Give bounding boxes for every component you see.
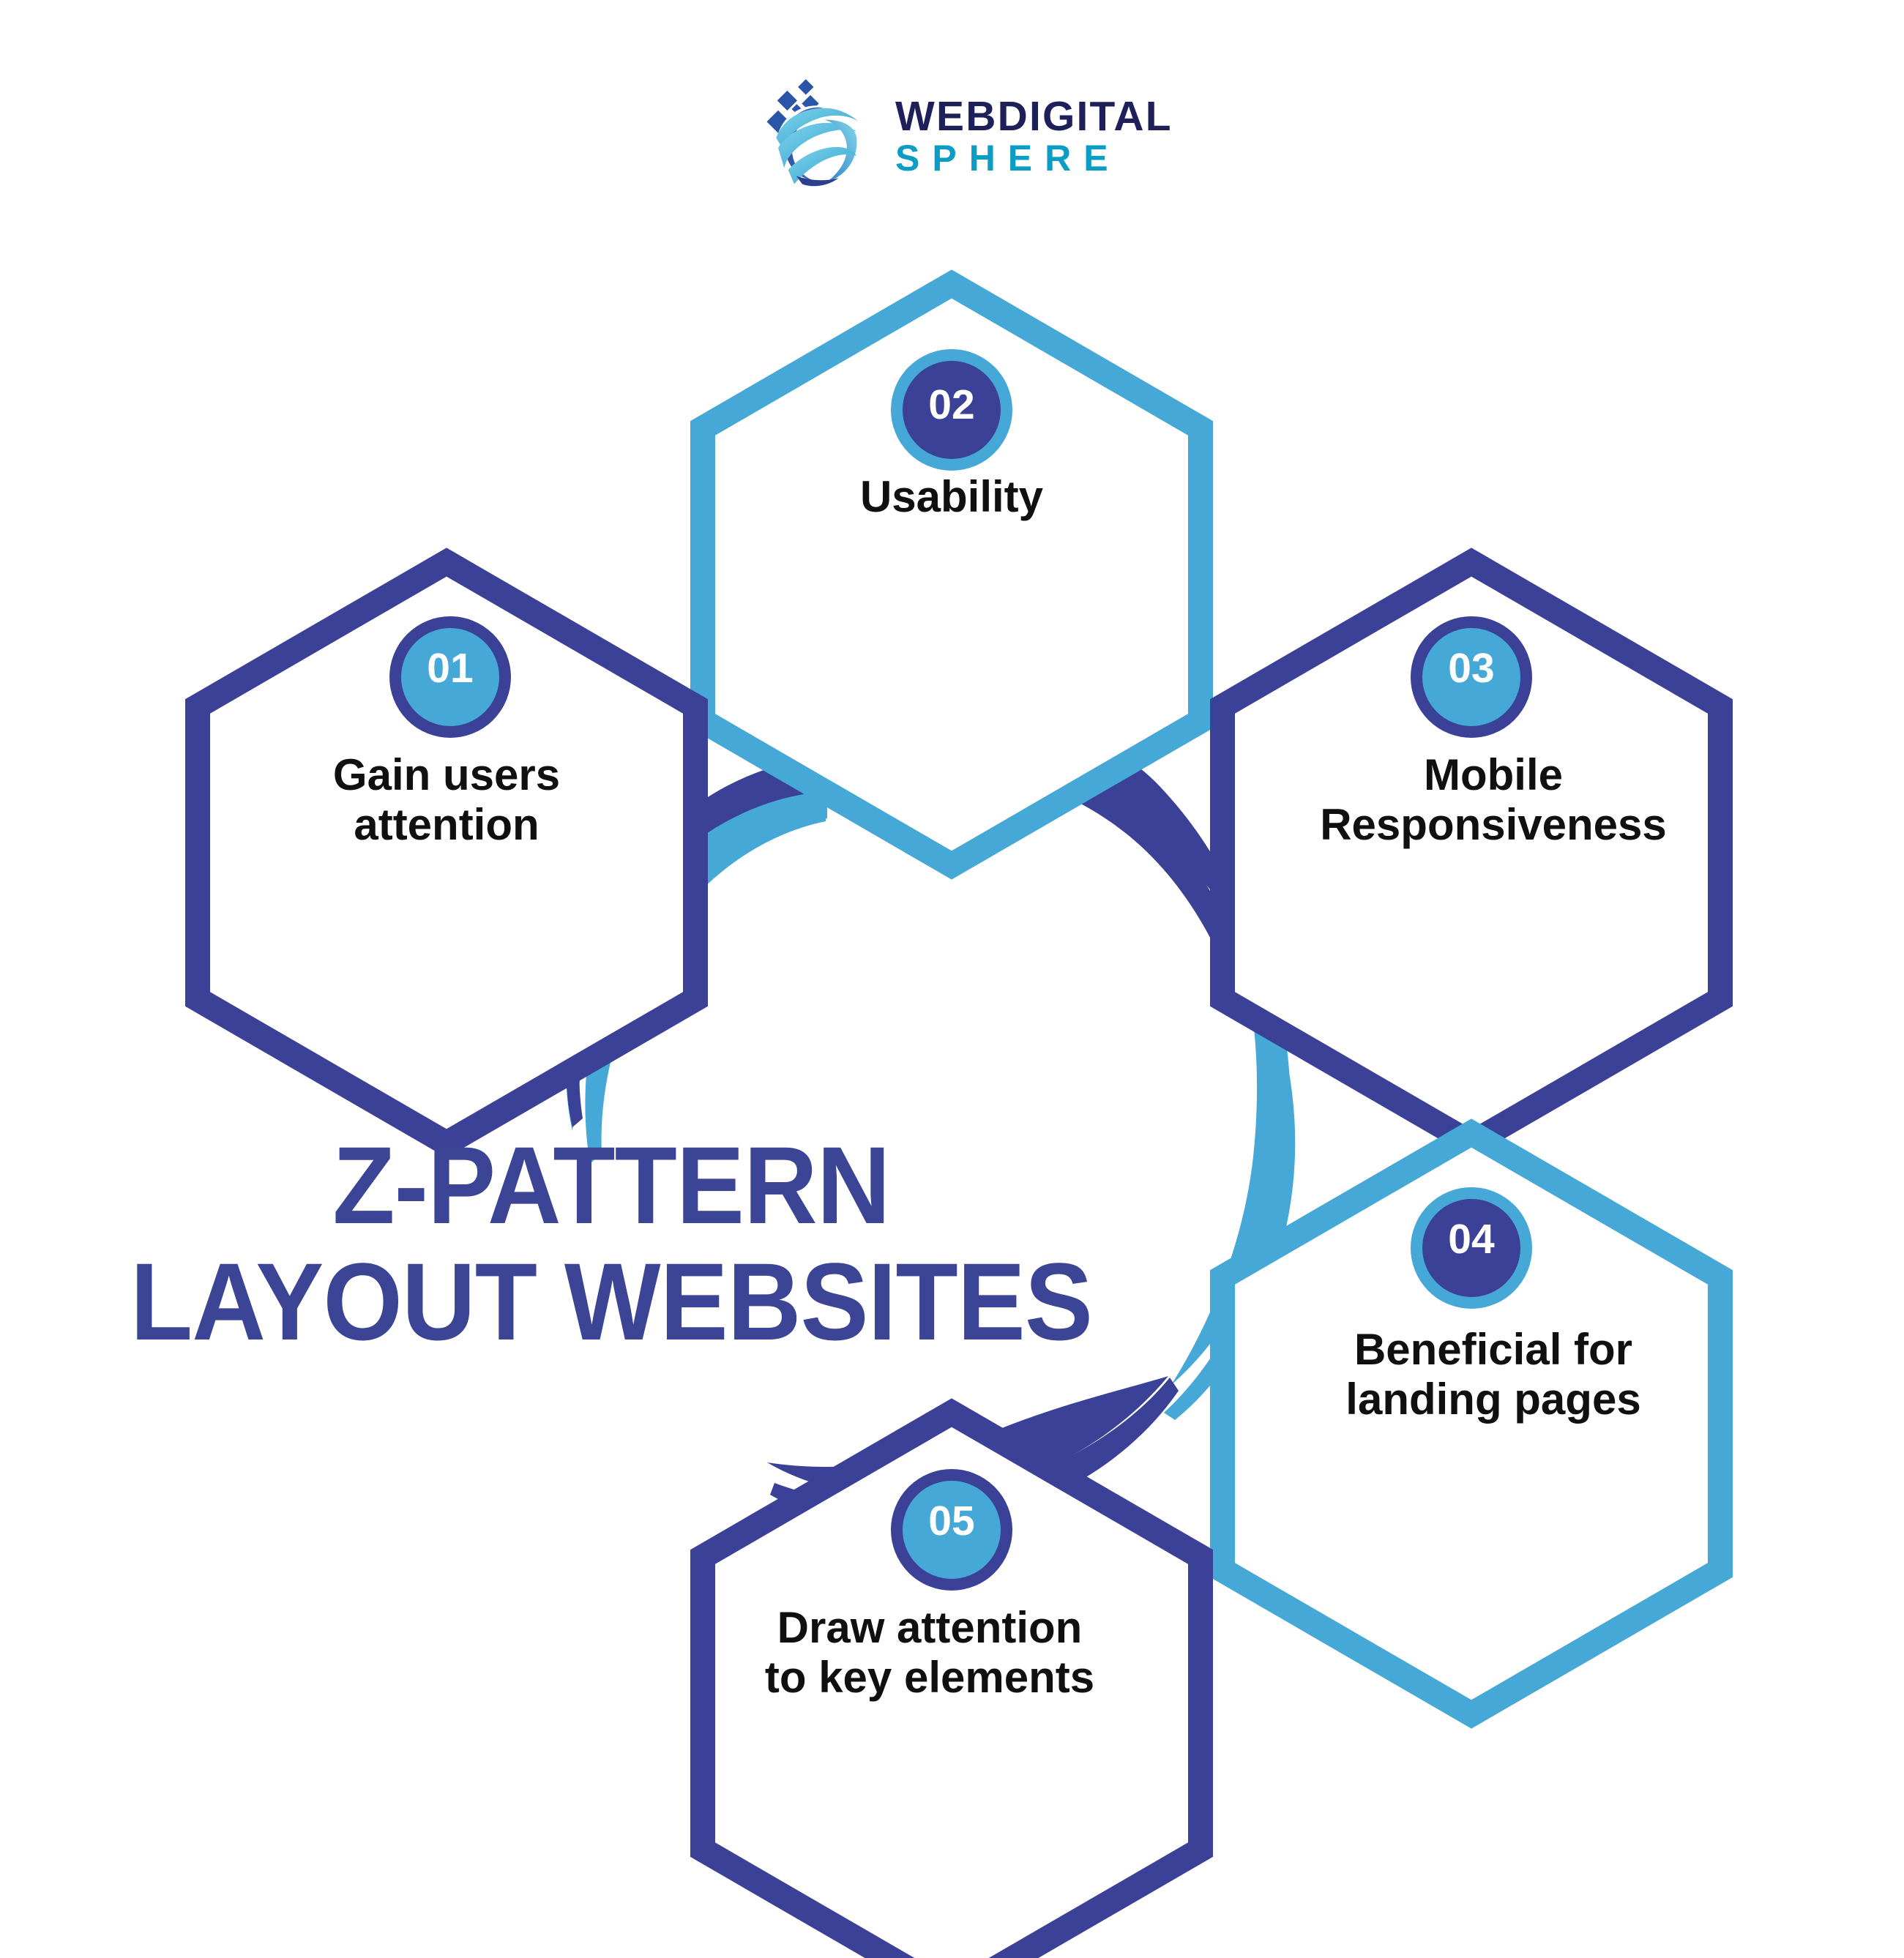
ribbon-petal-blue-right [1171,937,1291,1385]
badge-3 [1411,616,1532,738]
card-label-1: Gain users attention [332,750,561,850]
card-label-3: Mobile Responsiveness [1320,750,1667,850]
badge-label-4: 04 [1448,1216,1495,1263]
brand-name-primary: WEBDIGITAL [895,93,1173,141]
badge-label-3: 03 [1448,645,1495,692]
hexagon-card-5[interactable] [690,1398,1213,1958]
hexagon-card-4[interactable] [1210,1118,1733,1729]
page-title: Z-PATTERN LAYOUT WEBSITES [124,1127,1098,1360]
badge-label-5: 05 [928,1498,975,1544]
badge-4-circle [1411,1187,1532,1309]
page-title-line-2: LAYOUT WEBSITES [130,1240,1093,1363]
badge-2 [891,349,1012,471]
hexagon-card-1[interactable] [185,548,708,1158]
globe-swirl-icon [766,78,859,186]
badge-label-2: 02 [928,381,975,428]
page-title-line-1: Z-PATTERN [332,1124,890,1247]
badge-label-1: 01 [427,645,474,692]
badge-1-circle [389,616,511,738]
card-label-4: Beneficial for landing pages [1345,1325,1641,1424]
badge-2-circle [891,349,1012,471]
brand-name-secondary: SPHERE [895,138,1121,179]
badge-5-circle [891,1469,1012,1591]
card-label-5: Draw attention to key elements [764,1603,1095,1703]
badge-3-circle [1411,616,1532,738]
brand-wordmark: WEBDIGITAL SPHERE [895,91,1173,180]
brand-logo: WEBDIGITAL SPHERE [754,70,1171,201]
badge-4 [1411,1187,1532,1309]
badge-5 [891,1469,1012,1591]
badge-1 [389,616,511,738]
hexagon-card-2[interactable] [690,269,1213,880]
card-label-2: Usability [859,472,1044,521]
